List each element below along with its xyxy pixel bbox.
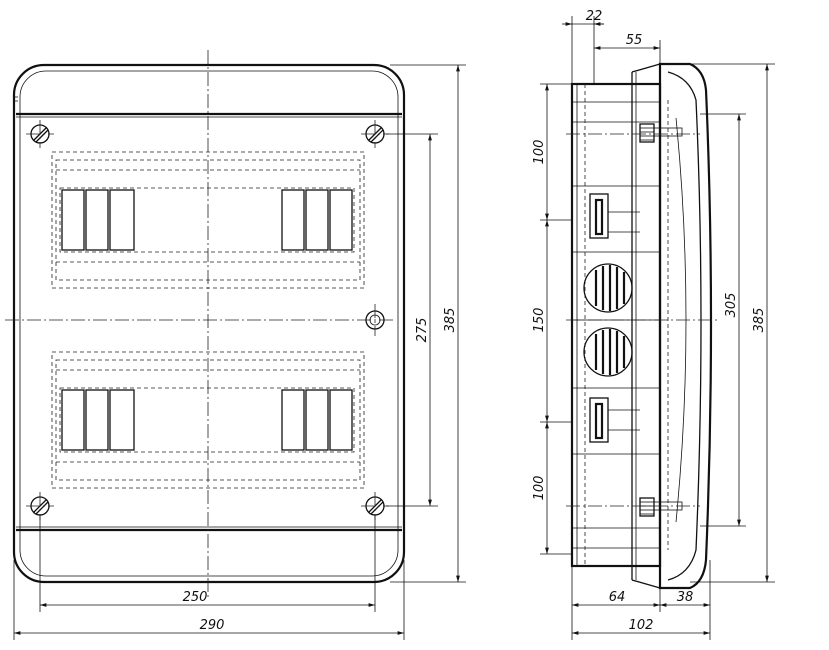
- dimension-22: 22: [562, 9, 604, 84]
- dimension-102-label: 102: [629, 618, 654, 633]
- dimension-38: 38: [660, 560, 711, 640]
- screw-top-right-icon: [361, 120, 389, 148]
- dimension-250-label: 250: [183, 590, 208, 605]
- dimension-385-front: 385: [390, 64, 466, 583]
- dimension-100-bottom-label: 100: [532, 476, 547, 501]
- dimension-385-side: 385: [690, 63, 775, 583]
- dimension-385-front-label: 385: [443, 308, 458, 333]
- dimension-290-label: 290: [200, 618, 225, 633]
- knockout-top-icon: [583, 263, 633, 313]
- screw-top-left-icon: [26, 120, 54, 148]
- door-outline: [658, 62, 713, 590]
- lower-din-rail-area: [51, 351, 365, 489]
- dimension-64-label: 64: [609, 590, 626, 605]
- dimension-100-bottom: 100: [532, 422, 572, 555]
- top-hinge-screw-icon: [566, 123, 700, 143]
- dimension-102: 102: [572, 618, 710, 635]
- dimension-305: 305: [700, 113, 746, 527]
- dimension-38-label: 38: [677, 590, 694, 605]
- lower-rail-bracket: [589, 397, 640, 443]
- dimension-64: 64: [571, 566, 661, 640]
- enclosure-outline: [12, 63, 406, 584]
- enclosure-inner-outline: [19, 70, 399, 577]
- dimension-100-top-label: 100: [532, 140, 547, 165]
- dimension-100-top: 100: [532, 83, 572, 221]
- dimension-150-label: 150: [532, 308, 547, 333]
- knockout-bottom-icon: [583, 327, 633, 377]
- dimension-290: 290: [13, 560, 405, 640]
- dimension-305-label: 305: [724, 293, 739, 318]
- dimension-275-label: 275: [415, 318, 430, 343]
- dimension-275: 275: [386, 133, 438, 507]
- dimension-150: 150: [532, 220, 572, 423]
- lock-icon: [365, 304, 385, 336]
- bottom-hinge-screw-icon: [566, 497, 700, 517]
- dimension-55: 55: [594, 33, 661, 64]
- front-view: 275 385 250 290: [5, 50, 466, 640]
- upper-din-rail-area: [51, 151, 365, 289]
- dimension-22-label: 22: [586, 9, 603, 24]
- dimension-250: 250: [39, 515, 376, 612]
- dimension-55-label: 55: [626, 33, 643, 48]
- upper-rail-bracket: [589, 193, 640, 239]
- side-view: 22 55 100 150 100 305: [532, 9, 775, 640]
- dimension-385-side-label: 385: [752, 308, 767, 333]
